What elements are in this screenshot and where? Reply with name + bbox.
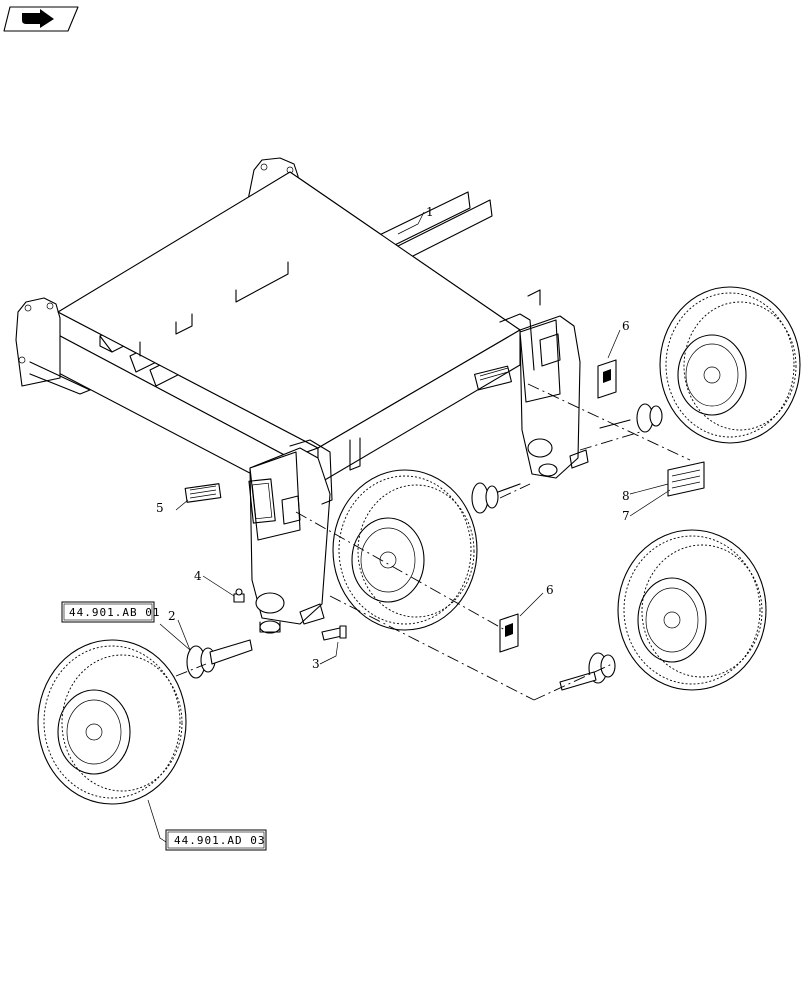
bolt-part-3 [321,625,347,641]
reference-upper-text: 44.901.AB 01 [69,606,160,619]
wheel-rear-left [617,529,767,691]
frame-assembly [15,157,541,495]
callout-6-lower: 6 [546,583,554,597]
callout-6-upper: 6 [622,319,630,333]
decal-part-6-lower [499,613,519,653]
next-page-arrow-icon[interactable] [3,6,79,32]
hub-spindle-rear-left [559,652,616,691]
wheel-front-right [332,469,478,631]
decal-part-6-upper [597,359,617,399]
hub-spindle-front-left [186,639,253,679]
decal-part-5 [184,483,222,503]
callout-leaders [147,211,671,843]
reference-link-upper[interactable]: 44.901.AB 01 [61,601,160,623]
callout-3: 3 [312,657,320,671]
callout-2: 2 [168,609,176,623]
reference-lower-text: 44.901.AD 03 [174,834,265,847]
hub-spindle-rear-right [599,403,663,433]
wheel-front-left [37,639,187,805]
right-walking-arm [474,313,589,479]
left-walking-arm [248,439,333,634]
hub-spindle-mid [471,482,521,514]
grease-fitting-part-4 [233,588,245,603]
callout-4: 4 [194,569,202,583]
decal-part-7-8 [667,461,705,497]
reference-link-lower[interactable]: 44.901.AD 03 [165,829,267,851]
callout-5: 5 [156,501,164,515]
wheel-rear-right [659,286,801,444]
callout-8: 8 [622,489,630,503]
assembly-centerlines [175,383,691,701]
callout-1: 1 [426,205,434,219]
callout-7: 7 [622,509,630,523]
